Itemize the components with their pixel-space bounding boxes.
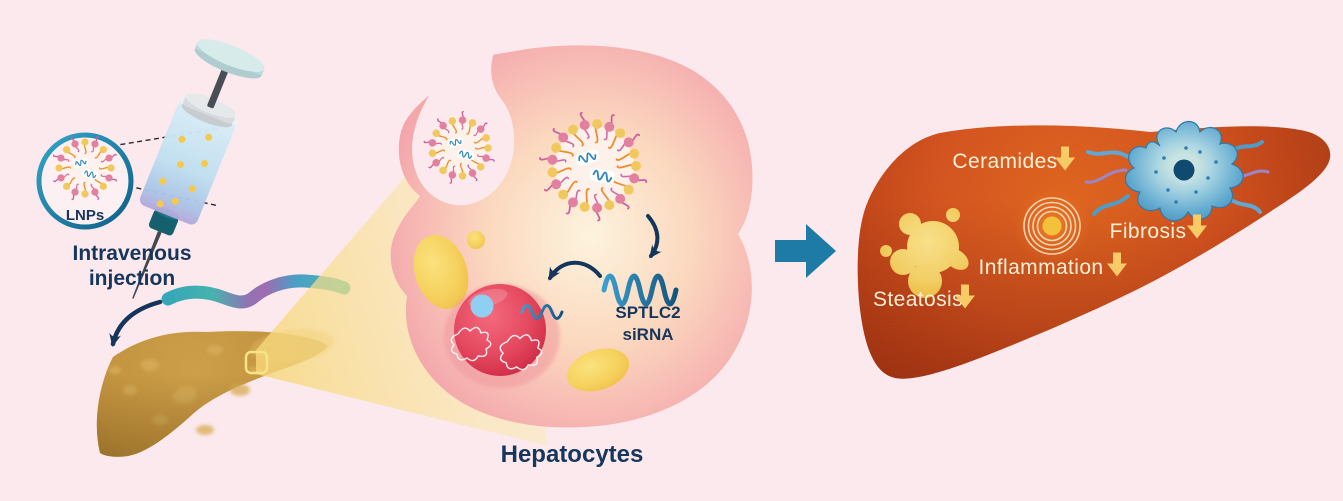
lnp-icon [539,111,648,222]
sirna-label-line1: SPTLC2 [615,303,680,322]
outcome-label-fibrosis: Fibrosis [1110,220,1187,243]
sirna-to-nucleus-arrow [548,260,602,281]
syringe-icon [132,39,265,299]
lnp-icon [423,111,495,184]
magnified-region-box [244,350,269,375]
flow-arrow-icon [775,224,836,278]
injection-to-liver-arrow [109,299,163,347]
outcome-label-steatosis: Steatosis [873,288,963,311]
lnp-to-sirna-arrow [646,214,662,259]
injection-label-line1: Intravenous [72,242,191,265]
sirna-wave-icon [601,273,679,307]
healthy-liver-icon: Ceramides Fibrosis Inflammation Steatosi… [857,120,1331,379]
outcome-label-ceramides: Ceramides [952,150,1057,173]
nucleus-icon [444,284,560,388]
hepatocyte-cell-icon [390,45,753,428]
sirna-label-line2: siRNA [622,325,673,344]
lipid-droplets [413,231,630,392]
lnp-icon [53,136,117,200]
hepatocytes-label: Hepatocytes [501,441,644,468]
steatosis-droplets-icon [880,208,969,298]
outcome-label-inflammation: Inflammation [978,256,1103,279]
sirna-wave-icon [520,304,564,320]
lnp-inset-label: LNPs [66,207,104,224]
injection-label-line2: injection [89,267,175,290]
lnp-magnifier-circle-icon: LNPs [36,132,134,230]
inflammation-rings-icon [1014,188,1090,264]
stellate-cell-icon [1084,120,1270,222]
nucleolus-icon [470,294,494,318]
